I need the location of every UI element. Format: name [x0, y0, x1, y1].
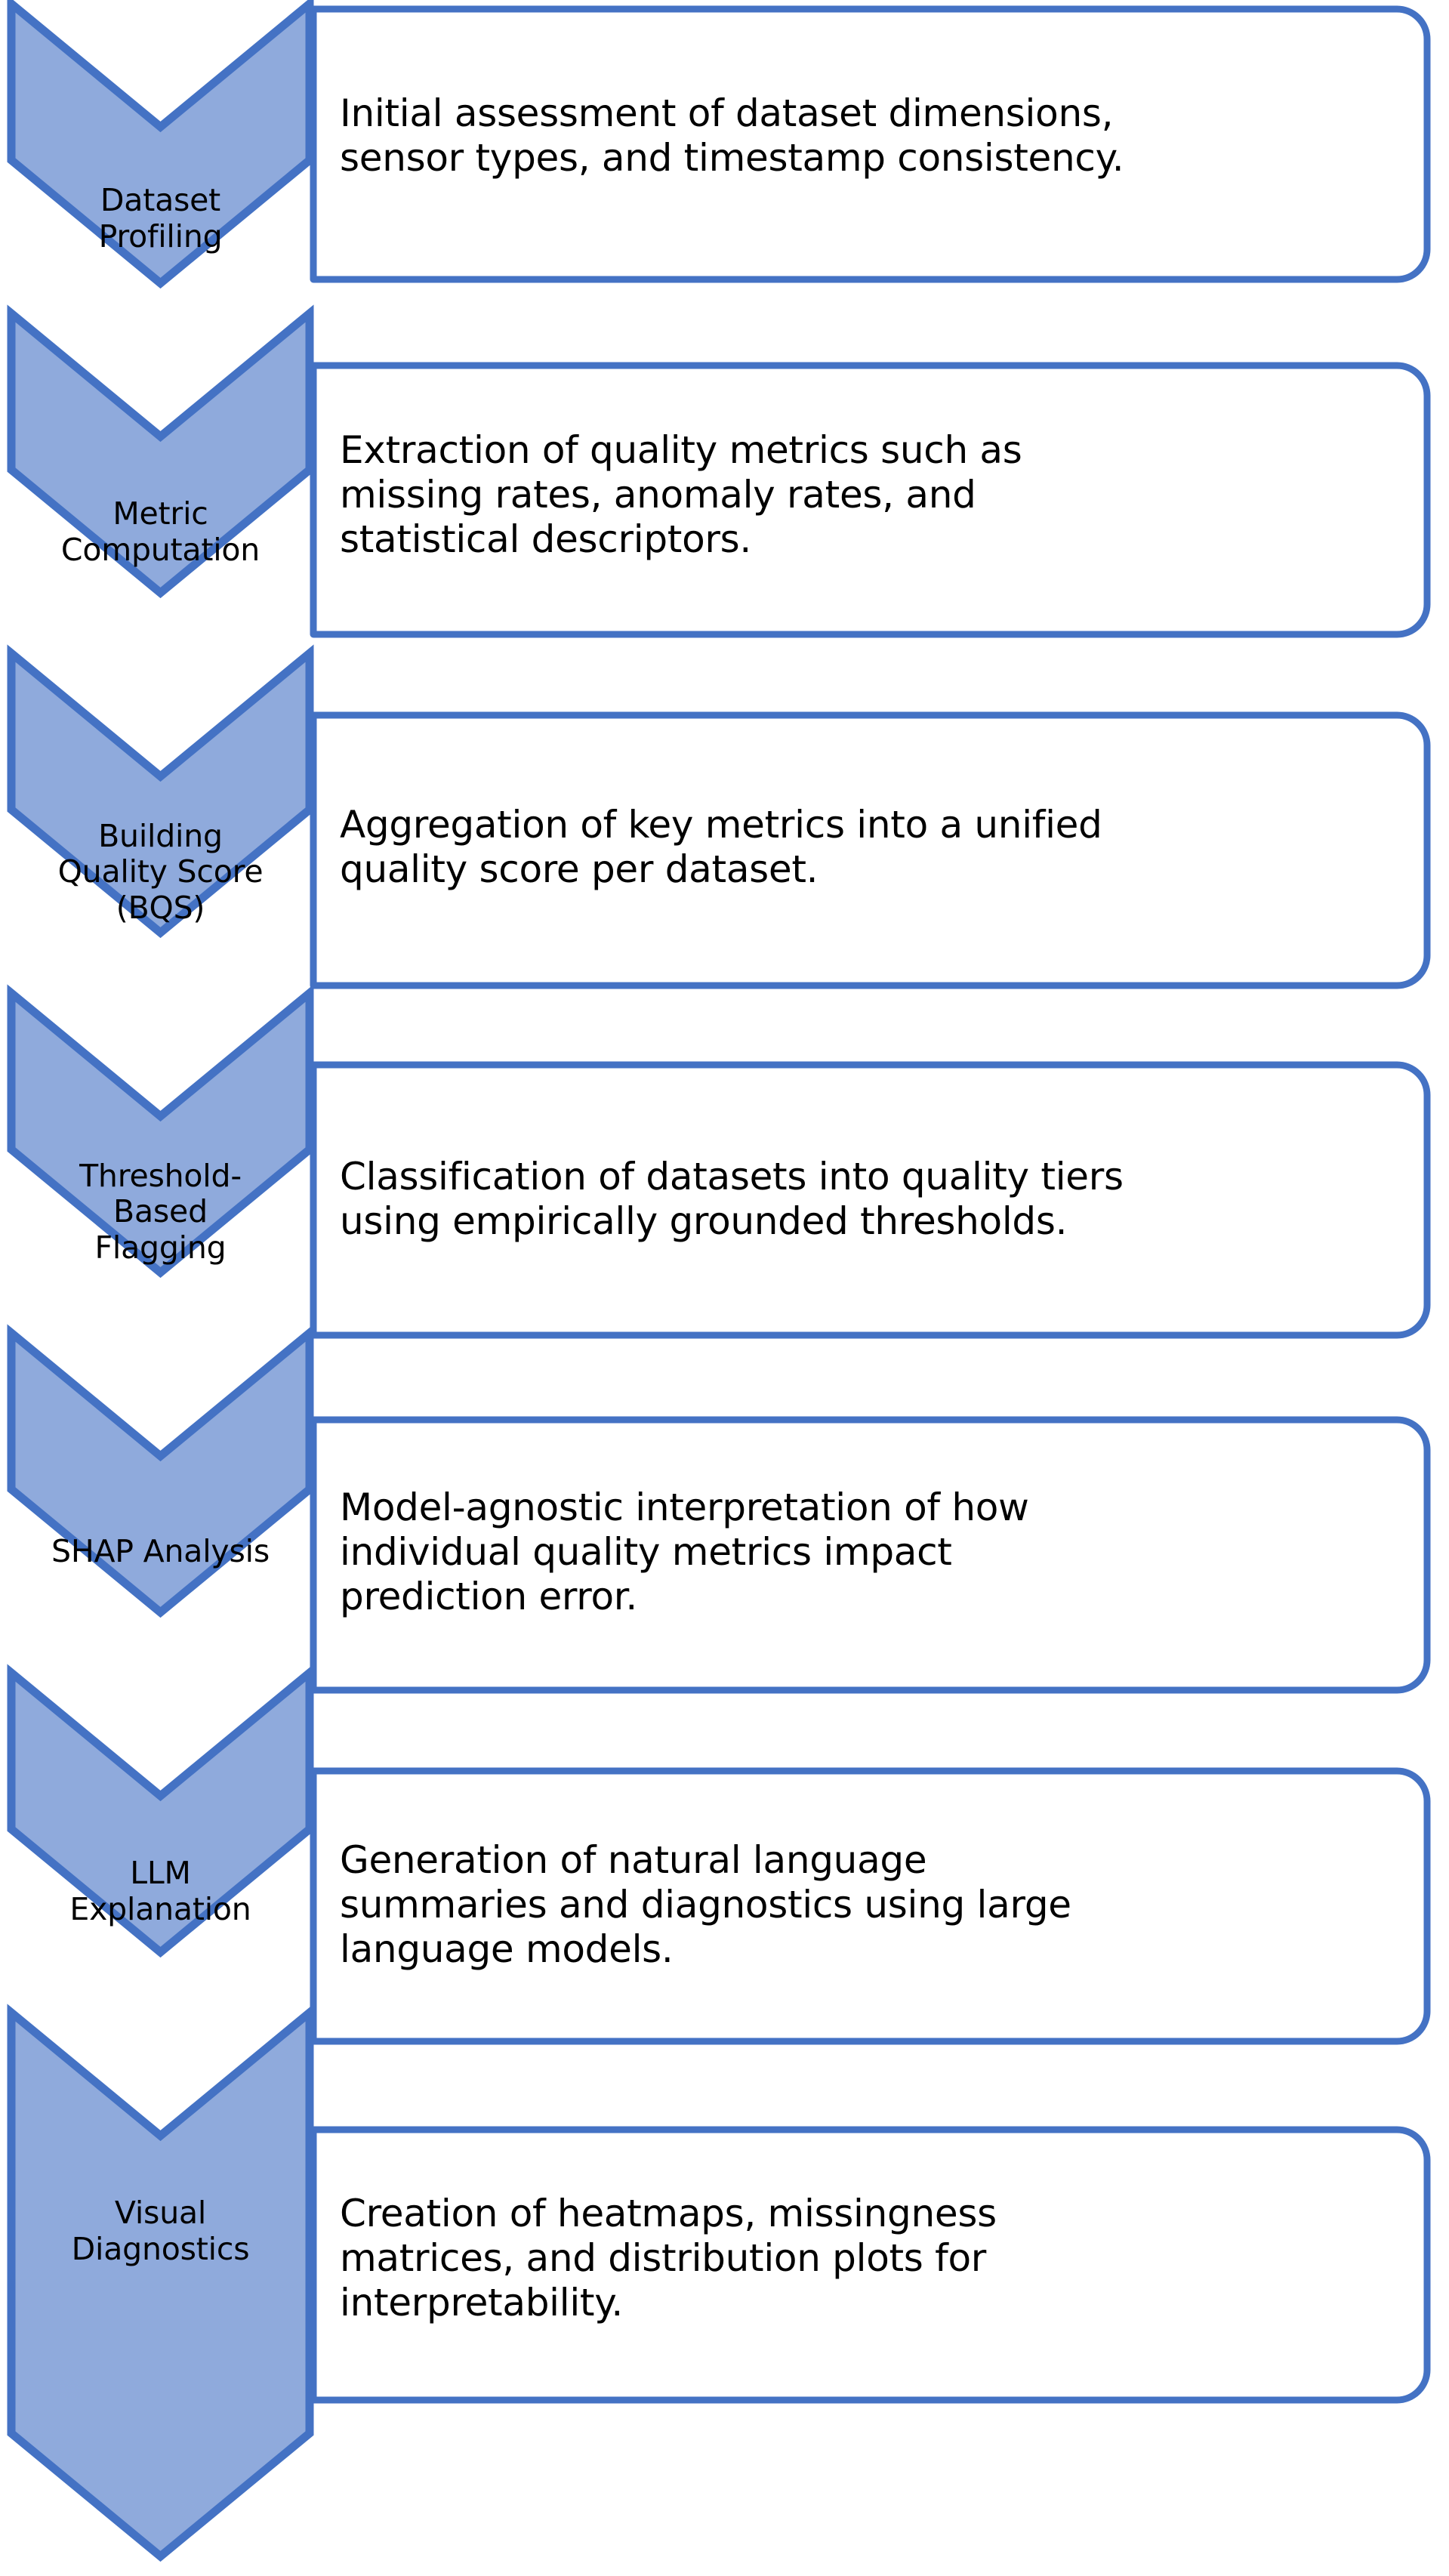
step-chevron-6	[7, 1664, 314, 1958]
step-chevron-2	[7, 304, 314, 599]
step-chevron-5	[7, 1324, 314, 1618]
step-description-box	[310, 362, 1431, 638]
step-chevron-7	[7, 2004, 314, 2562]
step-description-box	[310, 2126, 1431, 2404]
step-description-box	[310, 5, 1431, 283]
step-chevron-3	[7, 644, 314, 939]
step-chevron-4	[7, 984, 314, 1279]
step-description-box	[310, 1416, 1431, 1694]
step-description-box	[310, 711, 1431, 989]
step-chevron-1	[7, 0, 314, 289]
step-description-box	[310, 1767, 1431, 2045]
step-description-box	[310, 1061, 1431, 1339]
